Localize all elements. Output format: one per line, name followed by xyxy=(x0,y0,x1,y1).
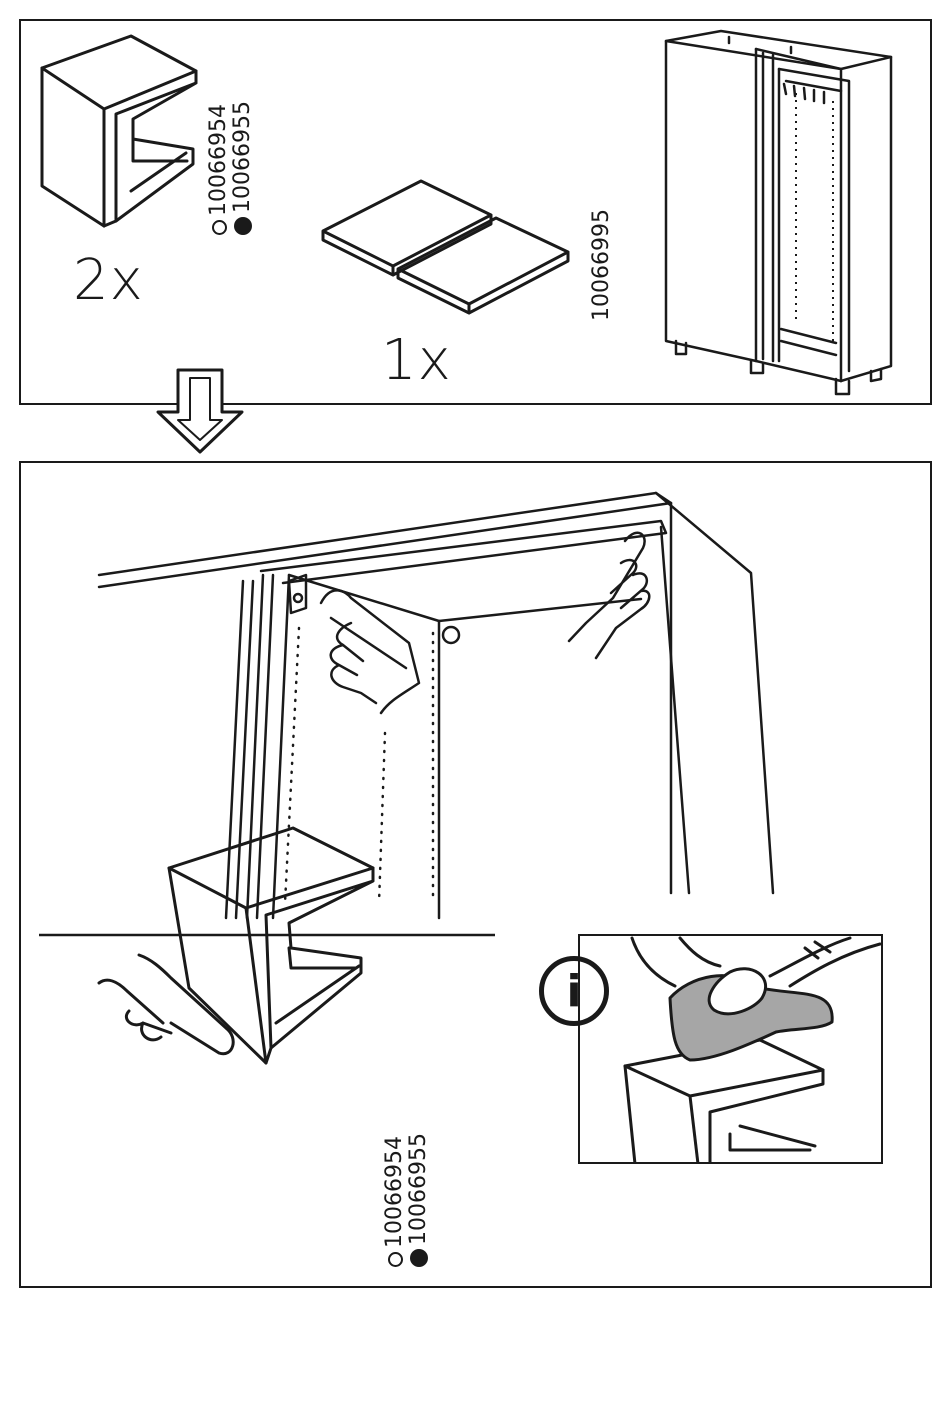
article-number: 10066955 xyxy=(408,1133,430,1245)
wiping-cloth-illustration xyxy=(580,936,883,1164)
info-tip-box xyxy=(578,934,883,1164)
article-row: 10066954 xyxy=(383,1133,407,1267)
article-row: 10066955 xyxy=(407,1133,431,1267)
bracket-detail-illustration xyxy=(21,463,934,1290)
hollow-circle-icon xyxy=(388,1252,403,1267)
detail-article-list: 10066954 10066955 xyxy=(383,1133,431,1267)
instruction-panel: 10066954 10066955 i xyxy=(19,461,932,1288)
filled-circle-icon xyxy=(410,1249,428,1267)
article-number: 10066954 xyxy=(384,1136,406,1248)
detail-article-numbers: 10066954 10066955 xyxy=(383,1117,453,1267)
